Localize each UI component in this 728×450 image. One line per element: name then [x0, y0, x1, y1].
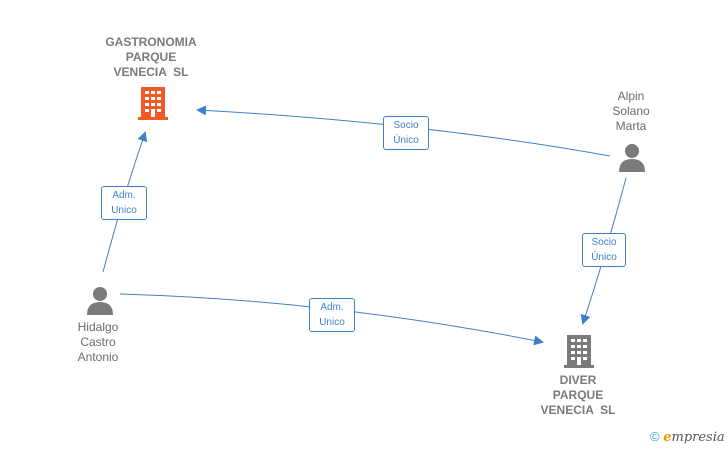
badge-line: Socio — [591, 237, 617, 248]
brand-logo: empresia — [663, 430, 724, 445]
badge-line: Socio — [393, 120, 419, 131]
person-icon[interactable] — [85, 285, 115, 315]
company-name-gastronomia[interactable]: GASTRONOMIA PARQUE VENECIA SL — [86, 35, 216, 80]
label-line: Marta — [615, 119, 647, 133]
label-line: Castro — [80, 335, 116, 349]
label-line: DIVER — [559, 373, 597, 387]
brand-footer: © empresia — [650, 429, 725, 445]
label-line: Solano — [612, 104, 650, 118]
company-name-diver[interactable]: DIVER PARQUE VENECIA SL — [527, 373, 629, 418]
badge-line: Adm. — [112, 190, 136, 201]
label-line: VENECIA SL — [113, 65, 189, 79]
brand-initial: e — [663, 430, 672, 445]
badge-line: Adm. — [320, 302, 344, 313]
label-line: VENECIA SL — [540, 403, 616, 417]
label-line: PARQUE — [552, 388, 604, 402]
person-name-alpin[interactable]: Alpin Solano Marta — [596, 89, 666, 134]
badge-line: Unico — [111, 205, 137, 216]
label-line: PARQUE — [125, 50, 177, 64]
badge-line: Único — [393, 135, 419, 146]
copyright-icon: © — [650, 429, 660, 444]
building-icon[interactable] — [562, 333, 596, 369]
relation-badge-alpin-gastronomia[interactable]: Socio Único — [383, 116, 429, 150]
relation-badge-hidalgo-diver[interactable]: Adm. Unico — [309, 298, 355, 332]
relation-badge-hidalgo-gastronomia[interactable]: Adm. Unico — [101, 186, 147, 220]
label-line: Hidalgo — [77, 320, 119, 334]
label-line: Alpin — [617, 89, 645, 103]
label-line: Antonio — [77, 350, 119, 364]
person-name-hidalgo[interactable]: Hidalgo Castro Antonio — [62, 320, 134, 365]
label-line: GASTRONOMIA — [105, 35, 197, 49]
badge-line: Único — [591, 252, 617, 263]
person-icon[interactable] — [617, 142, 647, 172]
relation-badge-alpin-diver[interactable]: Socio Único — [582, 233, 626, 267]
building-icon[interactable] — [136, 85, 170, 121]
brand-name: mpresia — [671, 430, 725, 445]
badge-line: Unico — [319, 317, 345, 328]
